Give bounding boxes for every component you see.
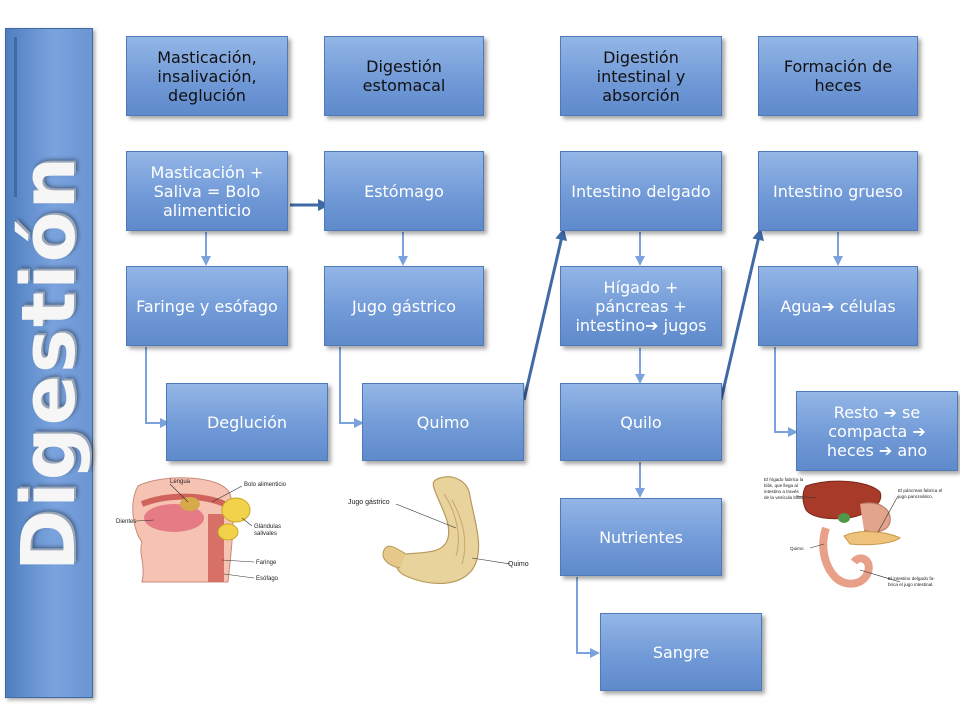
pancreas-shape (843, 531, 901, 546)
pharynx-tube (208, 514, 224, 582)
label-intestino: El intestino delgado fa- brica el jugo i… (888, 576, 936, 587)
label-intestino-line2: brica el jugo intestinal. (888, 582, 933, 587)
label-glandulas: Glándulas salivales (254, 524, 283, 537)
label-glandulas-line2: salivales (254, 531, 277, 537)
label-pancreas-line1: El páncreas fabrica el (898, 488, 942, 493)
node-resto-heces: Resto ➔ se compacta ➔ heces ➔ ano (796, 391, 958, 471)
label-higado-line3: intestino a través (764, 489, 799, 494)
header-formacion-heces: Formación de heces (758, 36, 918, 116)
elbow-faringe-to-deglucion (145, 347, 170, 428)
mouth-illustration: Lengua Bolo alimenticio Dientes Glándula… (116, 477, 287, 583)
label-glandulas-line1: Glándulas (254, 524, 281, 530)
header-digestion-intestinal: Digestión intestinal y absorción (560, 36, 722, 116)
node-intestino-grueso: Intestino grueso (758, 151, 918, 231)
elbow-nutrientes-to-sangre (576, 577, 600, 658)
node-masticacion-saliva: Masticación + Saliva = Bolo alimenticio (126, 151, 288, 231)
palate (140, 493, 230, 509)
header-digestion-estomacal: Digestión estomacal (324, 36, 484, 116)
label-bolo: Bolo alimenticio (244, 482, 287, 488)
label-lengua: Lengua (170, 479, 191, 485)
stomach-shape (395, 476, 480, 584)
node-deglucion: Deglución (166, 383, 328, 461)
label-quimo-organs: Quimo (790, 546, 804, 551)
elbow-jugo-to-quimo (339, 347, 364, 428)
label-higado: El hígado fabrica la bilis, que llega al… (764, 477, 805, 500)
arrow-quilo-to-grueso (719, 228, 765, 401)
label-pancreas-line2: jugo pancreático. (897, 494, 933, 499)
elbow-agua-to-resto (774, 347, 798, 437)
node-estomago: Estómago (324, 151, 484, 231)
node-nutrientes: Nutrientes (560, 498, 722, 576)
node-sangre: Sangre (600, 613, 762, 691)
label-higado-line1: El hígado fabrica la (764, 477, 804, 482)
gallbladder (838, 513, 850, 523)
stomach-small (859, 502, 891, 533)
arrow-quimo-to-intestino (522, 228, 568, 401)
label-dientes: Dientes (116, 519, 136, 525)
label-esofago: Esófago (256, 576, 279, 582)
sidebar-accent-line (14, 37, 17, 197)
stomach-illustration: Jugo gástrico Quimo (348, 476, 529, 584)
saliva-gland-2 (217, 523, 239, 541)
node-intestino-delgado: Intestino delgado (560, 151, 722, 231)
label-jugo-gastrico: Jugo gástrico (348, 499, 390, 506)
header-masticacion: Masticación, insalivación, deglución (126, 36, 288, 116)
label-faringe: Faringe (256, 560, 277, 566)
label-quimo-stomach: Quimo (508, 561, 529, 568)
label-pancreas: El páncreas fabrica el jugo pancreático. (897, 488, 943, 499)
label-higado-line4: de la vesícula biliar. (764, 495, 804, 500)
node-quilo: Quilo (560, 383, 722, 461)
saliva-gland (221, 497, 251, 523)
food-bolus (180, 497, 200, 511)
intestine-shape (819, 526, 873, 588)
stomach-duodenum (382, 545, 407, 569)
label-higado-line2: bilis, que llega al (764, 483, 798, 488)
node-agua-celulas: Agua➔ células (758, 266, 918, 346)
label-intestino-line1: El intestino delgado fa- (888, 576, 935, 581)
node-jugo-gastrico: Jugo gástrico (324, 266, 484, 346)
title-sidebar: Digestión (5, 28, 93, 698)
stomach-folds (443, 493, 466, 565)
node-higado-pancreas: Hígado + páncreas + intestino➔ jugos (560, 266, 722, 346)
node-faringe-esofago: Faringe y esófago (126, 266, 288, 346)
tongue-shape (144, 504, 204, 532)
organs-illustration: El hígado fabrica la bilis, que llega al… (764, 477, 943, 588)
node-quimo: Quimo (362, 383, 524, 461)
